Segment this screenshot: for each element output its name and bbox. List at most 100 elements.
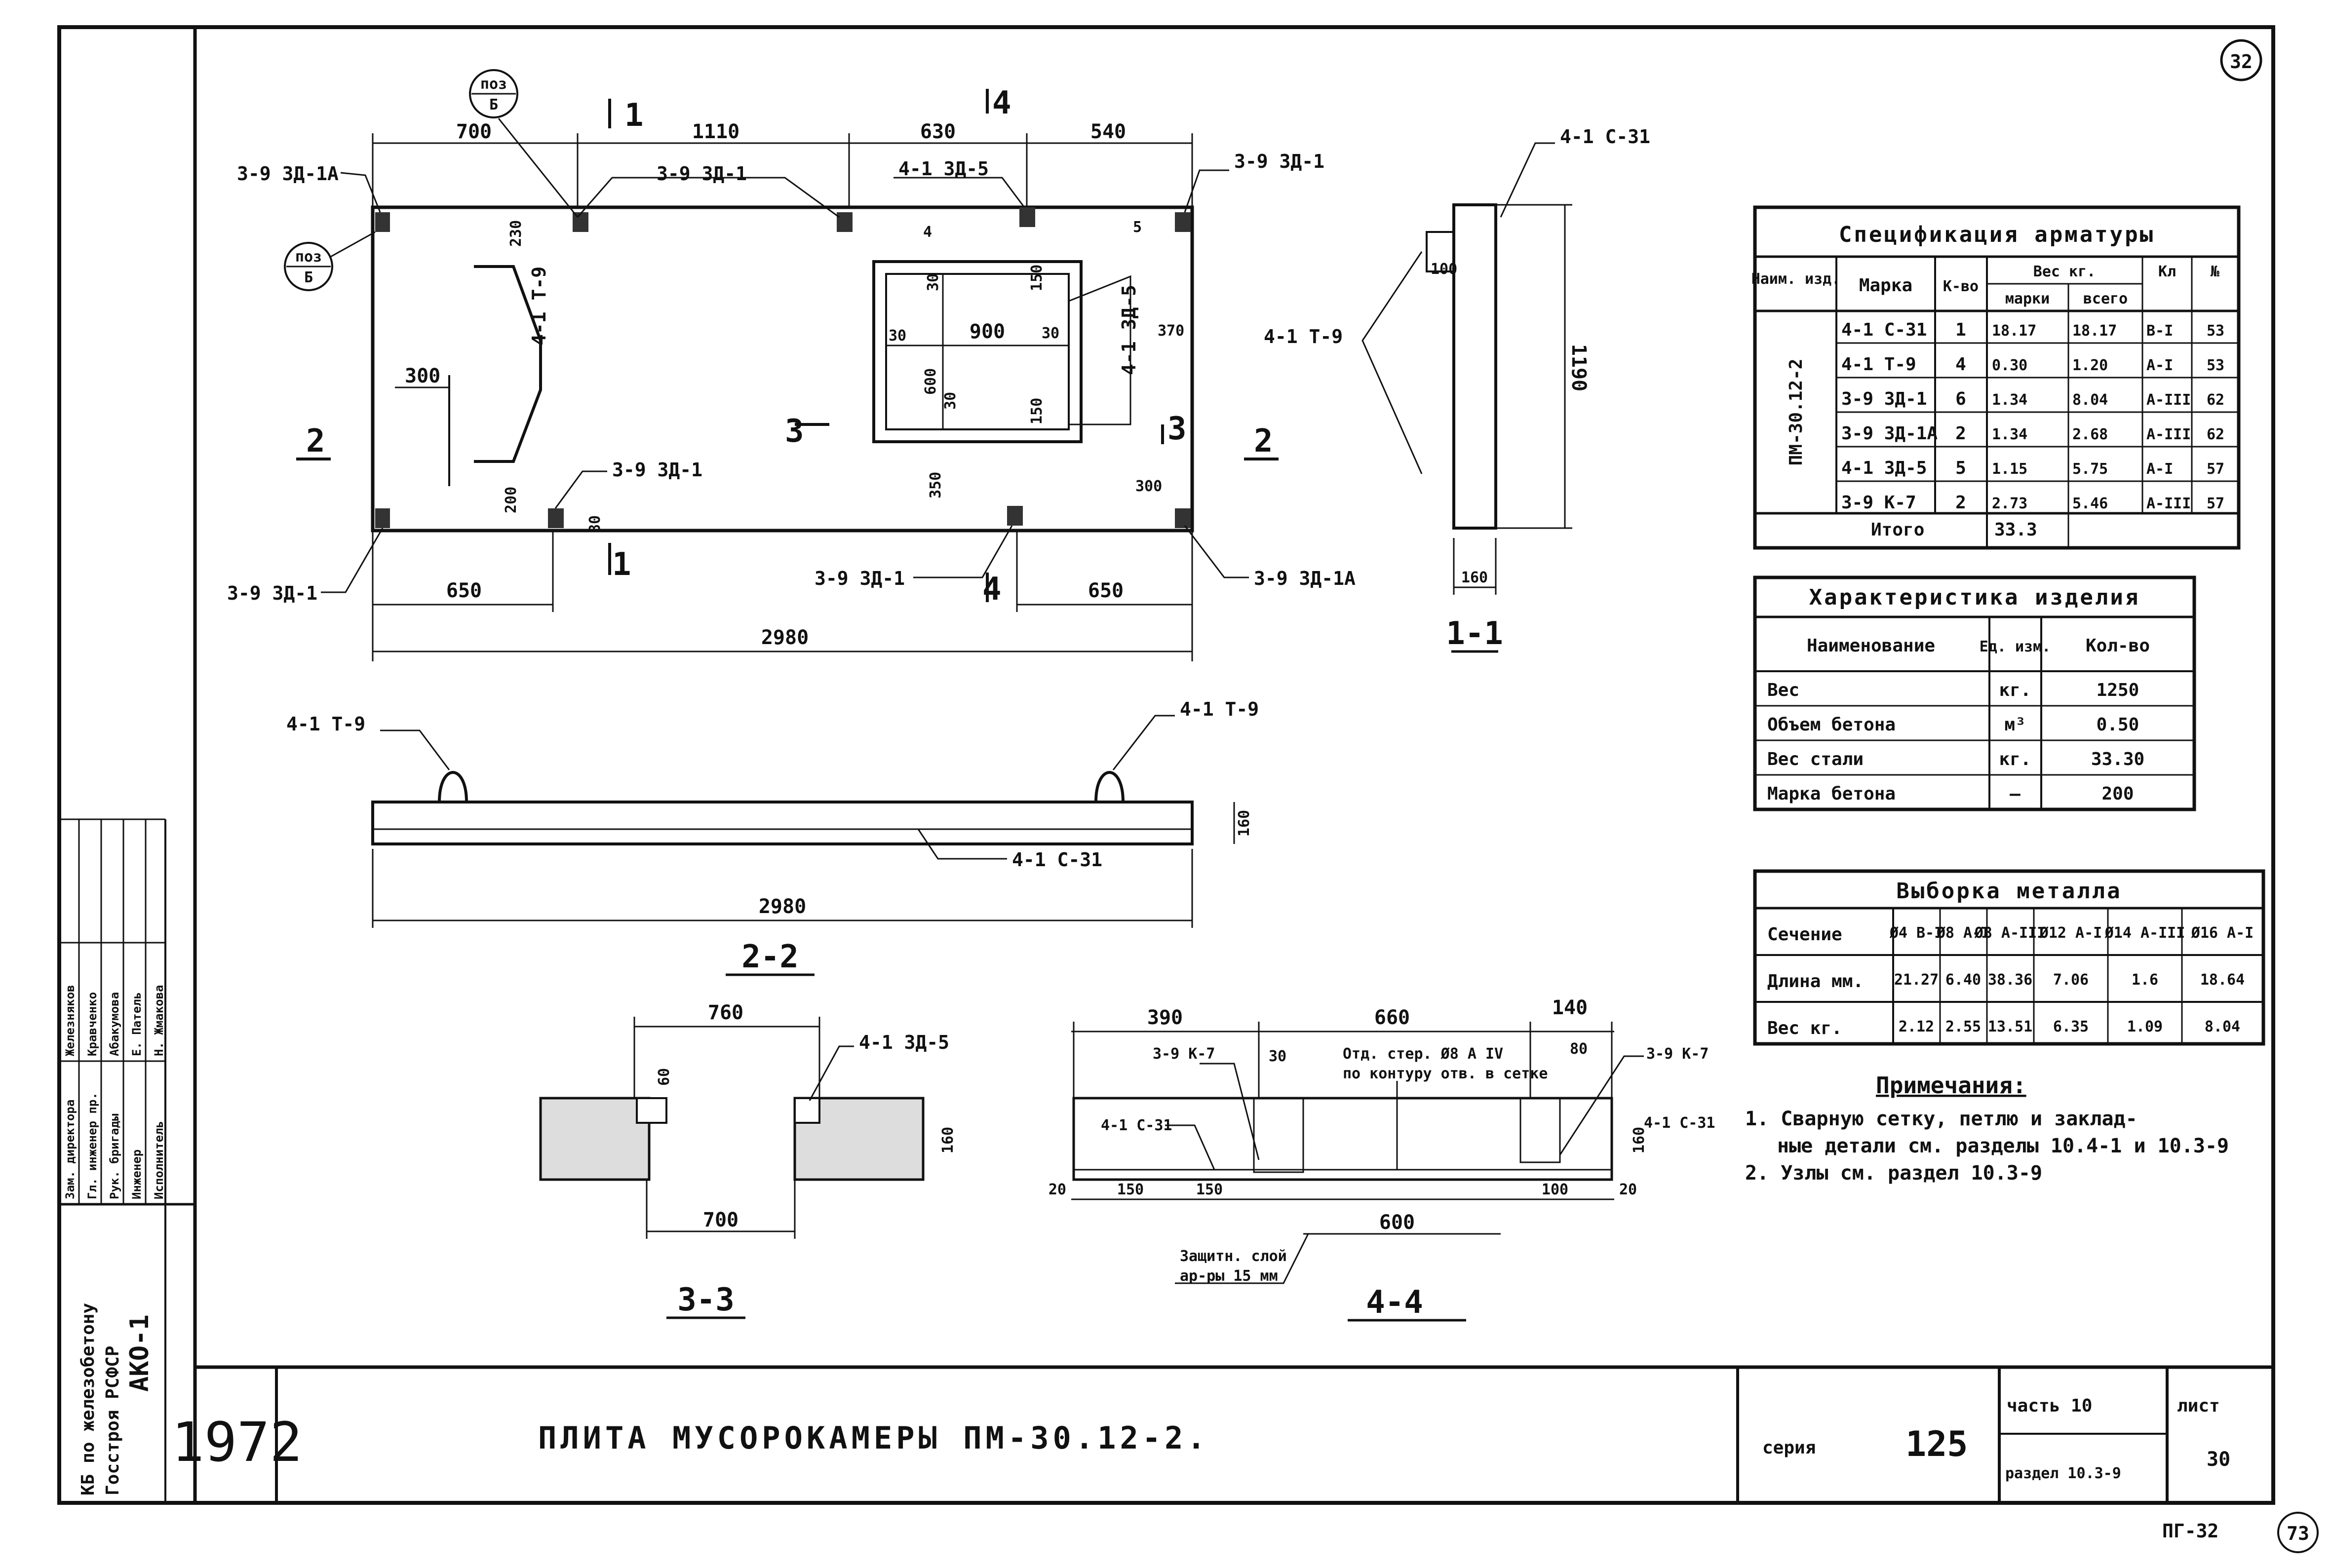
steel-table <box>1753 869 2265 1046</box>
steel-weight: 2.55 <box>1945 1018 1981 1035</box>
svg-text:390: 390 <box>1147 1006 1183 1029</box>
steel-col-header: Ø14 А-III <box>2104 924 2185 942</box>
svg-text:80: 80 <box>1570 1040 1588 1058</box>
svg-text:Отд. стер. Ø8 А IV: Отд. стер. Ø8 А IV <box>1343 1045 1503 1063</box>
mark-1-1-loop: 4-1 Т-9 <box>1264 326 1343 347</box>
stamp-name: Абакумова <box>108 992 121 1056</box>
svg-text:1190: 1190 <box>1567 344 1590 391</box>
steel-weight: 13.51 <box>1988 1018 2032 1035</box>
section-4-4: 390 660 140 3-9 К-7 3-9 К-7 4-1 С-31 4-1… <box>1049 996 1715 1322</box>
plan-view: 3-9 ЗД-1А 3-9 ЗД-1 4-1 ЗД-5 3-9 ЗД-1 3-9… <box>227 69 1356 661</box>
steel-length: 7.06 <box>2053 971 2089 989</box>
svg-text:900: 900 <box>970 320 1005 343</box>
svg-text:часть 10: часть 10 <box>2007 1396 2092 1416</box>
char-unit: м³ <box>2004 715 2025 735</box>
svg-text:1. Сварную сетку, петлю и закл: 1. Сварную сетку, петлю и заклад- <box>1745 1108 2138 1130</box>
svg-text:Вес кг.: Вес кг. <box>2033 263 2096 280</box>
svg-text:630: 630 <box>920 120 956 143</box>
spec-total-weight: 8.04 <box>2072 391 2108 409</box>
svg-text:всего: всего <box>2083 290 2128 307</box>
plan-dims-bottom <box>372 531 1193 661</box>
svg-text:2: 2 <box>306 423 325 459</box>
svg-text:№: № <box>2211 263 2220 280</box>
svg-text:100: 100 <box>1542 1181 1568 1198</box>
svg-text:20: 20 <box>1049 1181 1066 1198</box>
spec-number: 57 <box>2207 495 2224 512</box>
svg-text:150: 150 <box>1028 398 1046 424</box>
svg-text:раздел 10.3-9: раздел 10.3-9 <box>2005 1465 2121 1482</box>
steel-title: Выборка металла <box>1896 879 2122 904</box>
svg-text:300: 300 <box>405 365 440 387</box>
stamp-role: Рук. бригады <box>108 1113 121 1199</box>
svg-text:140: 140 <box>1552 996 1588 1019</box>
steel-col-header: Ø8 А-I <box>1936 924 1990 942</box>
spec-unit-weight: 18.17 <box>1992 322 2036 340</box>
sheet-number: 32 <box>2220 39 2262 81</box>
svg-text:30: 30 <box>1269 1048 1286 1065</box>
spec-total-weight: 18.17 <box>2072 322 2117 340</box>
spec-title: Спецификация арматуры <box>1839 222 2155 247</box>
svg-text:ар-ры 15 мм: ар-ры 15 мм <box>1180 1267 1278 1285</box>
spec-unit-weight: 1.34 <box>1992 426 2027 443</box>
svg-text:марки: марки <box>2005 290 2050 307</box>
spec-mark: 3-9 ЗД-1 <box>1841 389 1927 409</box>
svg-text:5: 5 <box>1133 219 1142 236</box>
spec-total-weight: 5.75 <box>2072 460 2108 478</box>
char-unit: — <box>2010 784 2021 804</box>
svg-text:2980: 2980 <box>759 895 806 918</box>
stamp-name: Е. Патель <box>130 992 144 1056</box>
spec-unit-weight: 2.73 <box>1992 495 2027 512</box>
spec-unit-weight: 1.15 <box>1992 460 2027 478</box>
stamp-name: Кравченко <box>85 992 99 1056</box>
slab-outline <box>371 205 1194 533</box>
mark-4-4-mesh-right: 4-1 С-31 <box>1644 1114 1715 1132</box>
svg-text:73: 73 <box>2287 1523 2309 1544</box>
title-block <box>275 1367 2169 1503</box>
svg-text:по контуру отв. в сетке: по контуру отв. в сетке <box>1343 1065 1548 1082</box>
svg-text:33.3: 33.3 <box>1994 520 2037 540</box>
svg-text:700: 700 <box>703 1209 738 1231</box>
svg-text:лист: лист <box>2177 1396 2220 1416</box>
section-2-2: 4-1 Т-9 4-1 Т-9 4-1 С-31 2980 160 2-2 <box>286 698 1259 976</box>
svg-text:60: 60 <box>656 1068 673 1086</box>
spec-qty: 4 <box>1955 354 1966 375</box>
mark-bottom-right: 3-9 ЗД-1А <box>1254 568 1356 589</box>
spec-number: 62 <box>2207 391 2224 409</box>
char-unit: кг. <box>1999 749 2031 769</box>
svg-text:КБ по железобетону: КБ по железобетону <box>78 1303 98 1495</box>
mark-top-left: 3-9 ЗД-1А <box>237 163 339 185</box>
steel-weight: 2.12 <box>1899 1018 1934 1035</box>
mark-4-4-left: 3-9 К-7 <box>1153 1045 1215 1063</box>
mark-4-4-right: 3-9 К-7 <box>1646 1045 1709 1063</box>
char-value: 1250 <box>2097 680 2139 700</box>
svg-text:30: 30 <box>942 392 959 410</box>
svg-text:160: 160 <box>939 1127 957 1153</box>
svg-text:2. Узлы см. раздел 10.3-9: 2. Узлы см. раздел 10.3-9 <box>1745 1162 2042 1185</box>
spec-total-weight: 2.68 <box>2072 426 2108 443</box>
svg-text:700: 700 <box>456 120 492 143</box>
mark-3-3: 4-1 ЗД-5 <box>859 1032 949 1053</box>
char-value: 33.30 <box>2091 749 2144 769</box>
svg-text:125: 125 <box>1905 1424 1968 1464</box>
svg-text:поз: поз <box>480 76 507 93</box>
svg-text:660: 660 <box>1374 1006 1410 1029</box>
svg-text:30: 30 <box>2207 1448 2230 1471</box>
svg-text:3-3: 3-3 <box>677 1282 735 1318</box>
svg-text:600: 600 <box>922 368 939 395</box>
svg-text:540: 540 <box>1090 120 1126 143</box>
char-value: 200 <box>2101 784 2134 804</box>
svg-text:2-2: 2-2 <box>741 939 799 975</box>
svg-text:серия: серия <box>1762 1438 1816 1458</box>
spec-mark: 4-1 С-31 <box>1841 320 1927 340</box>
spec-table <box>1753 205 2241 550</box>
year: 1972 <box>172 1411 303 1474</box>
svg-text:Наименование: Наименование <box>1807 636 1935 656</box>
spec-number: 57 <box>2207 460 2224 478</box>
corner-stamp: ПГ-32 73 <box>2162 1512 2319 1553</box>
char-name: Вес стали <box>1767 749 1864 769</box>
sheet-frame <box>57 25 2275 1505</box>
spec-unit-weight: 0.30 <box>1992 357 2027 374</box>
char-name: Вес <box>1767 680 1799 700</box>
char-title: Характеристика изделия <box>1809 585 2140 610</box>
side-stamp: КБ по железобетону Госстроя РСФСР АКО-1 … <box>59 818 166 1495</box>
